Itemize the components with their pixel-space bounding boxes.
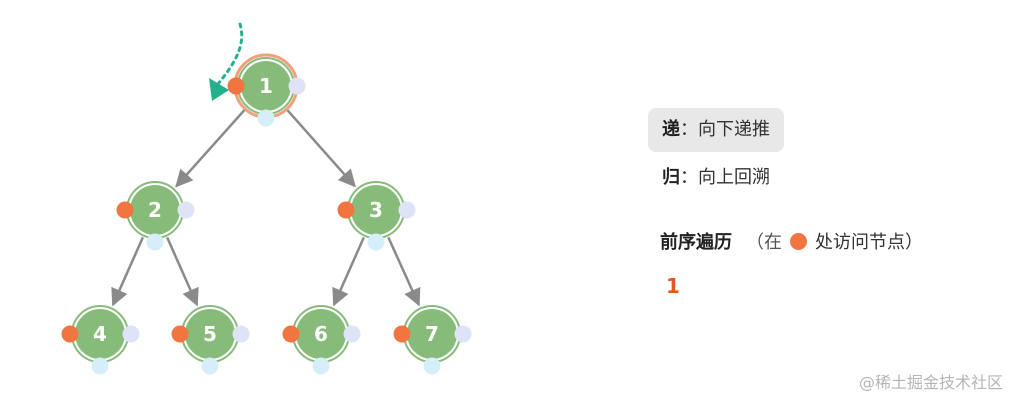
right-visit-dot (177, 201, 195, 219)
node-label: 4 (93, 322, 107, 346)
node-body (130, 185, 180, 235)
node-label: 1 (259, 74, 273, 98)
bottom-visit-dot (423, 357, 441, 375)
bottom-visit-dot (367, 233, 385, 251)
tree-node-5: 5 (171, 305, 250, 375)
bottom-visit-dot (312, 357, 330, 375)
traversal-header: 前序遍历 （在 处访问节点） (660, 228, 923, 254)
left-visit-dot (227, 77, 245, 95)
bottom-visit-dot (91, 357, 109, 375)
right-visit-dot (454, 325, 472, 343)
visit-dot-icon (790, 232, 807, 250)
edge-2-4 (111, 236, 144, 307)
left-visit-dot (282, 325, 300, 343)
legend-recurse-key: 递 (662, 119, 680, 140)
edge-3-6 (332, 236, 365, 307)
legend-return-text: 向上回溯 (698, 167, 770, 188)
traversal-result: 1 (666, 274, 680, 298)
node-body (185, 309, 235, 359)
legend-return-key: 归 (662, 167, 680, 188)
traversal-hint-open: （在 (746, 232, 782, 253)
binary-tree-diagram: 1 2 3 4 5 6 7 (61, 22, 472, 375)
node-body (241, 61, 291, 111)
left-visit-dot (393, 325, 411, 343)
right-visit-dot (288, 77, 306, 95)
watermark: @稀土掘金技术社区 (858, 373, 1003, 392)
left-visit-dot (171, 325, 189, 343)
node-label: 5 (203, 322, 217, 346)
edge-2-5 (166, 236, 199, 307)
node-label: 3 (369, 198, 383, 222)
left-visit-dot (116, 201, 134, 219)
bottom-visit-dot (257, 109, 275, 127)
right-visit-dot (343, 325, 361, 343)
tree-node-4: 4 (61, 305, 140, 375)
tree-node-6: 6 (282, 305, 361, 375)
bottom-visit-dot (201, 357, 219, 375)
traversal-hint-close: 处访问节点） (815, 232, 923, 253)
traversal-pointer-arrow (209, 22, 244, 101)
legend: 递：向下递推 归：向上回溯 (648, 108, 784, 204)
right-visit-dot (122, 325, 140, 343)
tree-node-7: 7 (393, 305, 472, 375)
legend-recurse-text: 向下递推 (698, 119, 770, 140)
right-visit-dot (398, 201, 416, 219)
legend-return-sep: ： (680, 167, 698, 188)
node-label: 2 (148, 198, 162, 222)
edge-3-7 (387, 236, 421, 307)
traversal-title: 前序遍历 (660, 232, 732, 253)
tree-node-3: 3 (337, 181, 416, 251)
tree-node-1: 1 (227, 53, 306, 127)
node-body (351, 185, 401, 235)
node-label: 6 (314, 322, 328, 346)
tree-node-2: 2 (116, 181, 195, 251)
node-body (296, 309, 346, 359)
node-body (407, 309, 457, 359)
bottom-visit-dot (146, 233, 164, 251)
right-visit-dot (232, 325, 250, 343)
left-visit-dot (337, 201, 355, 219)
node-body (75, 309, 125, 359)
edge-1-2 (175, 107, 247, 188)
legend-recurse: 递：向下递推 (648, 108, 784, 152)
edge-1-3 (284, 107, 356, 188)
legend-return: 归：向上回溯 (648, 156, 784, 200)
node-label: 7 (425, 322, 439, 346)
left-visit-dot (61, 325, 79, 343)
legend-recurse-sep: ： (680, 119, 698, 140)
